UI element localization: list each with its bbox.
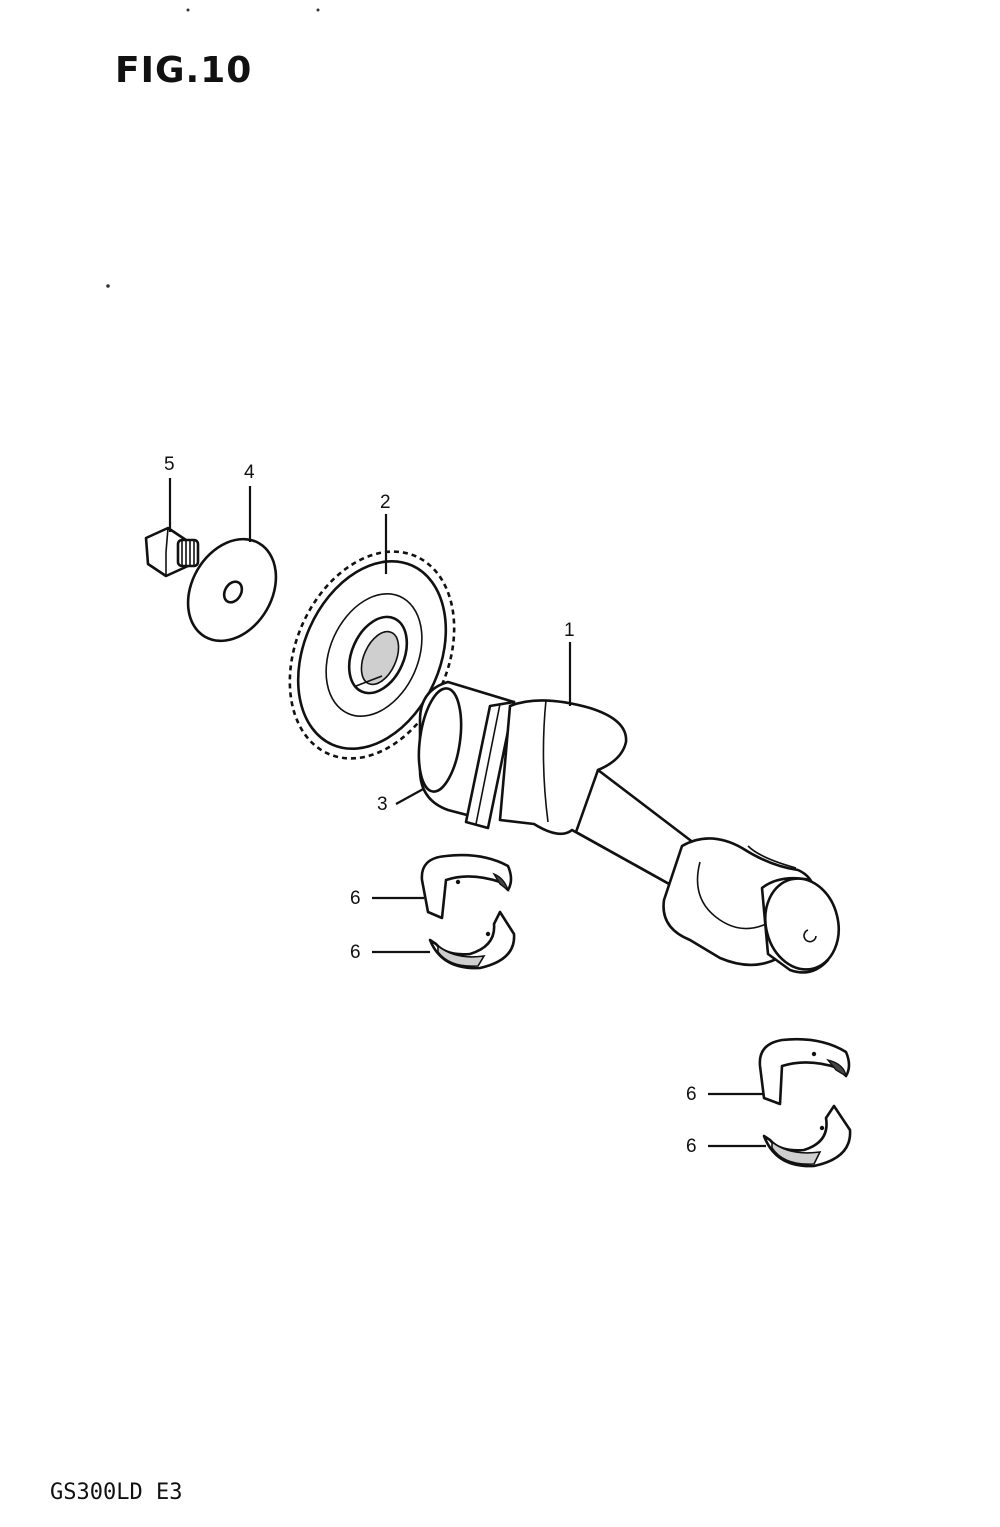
callout-6b-lower: 6 bbox=[686, 1136, 697, 1157]
callout-4: 4 bbox=[244, 462, 255, 483]
callout-5: 5 bbox=[164, 454, 175, 475]
callout-6a-upper: 6 bbox=[350, 888, 361, 909]
bolt-part bbox=[144, 526, 200, 578]
callout-1: 1 bbox=[564, 620, 575, 641]
bearing-shell-lower-b bbox=[762, 1104, 852, 1168]
bearing-shell-upper-b bbox=[758, 1037, 851, 1106]
model-code: GS300LD E3 bbox=[50, 1480, 183, 1505]
shaft-part bbox=[417, 680, 840, 974]
washer-part bbox=[186, 537, 278, 643]
gear-part bbox=[288, 550, 456, 760]
figure-title: FIG.10 bbox=[115, 50, 253, 91]
callout-6b-upper: 6 bbox=[686, 1084, 697, 1105]
callout-6a-lower: 6 bbox=[350, 942, 361, 963]
callout-2: 2 bbox=[380, 492, 391, 513]
callout-3: 3 bbox=[377, 794, 388, 815]
bearing-shell-upper-a bbox=[420, 853, 513, 920]
bearing-shell-lower-a bbox=[428, 910, 516, 970]
